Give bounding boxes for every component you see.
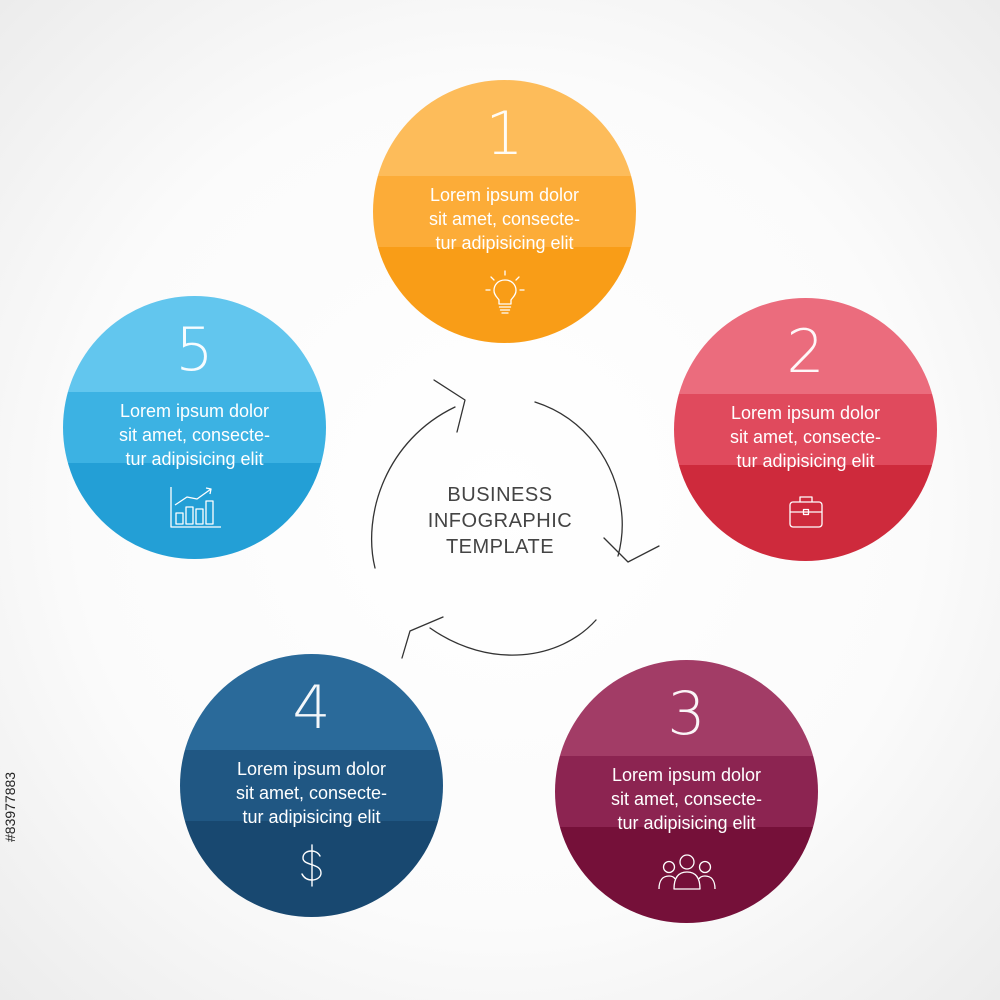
step-3-text: Lorem ipsum dolor sit amet, consecte- tu…: [555, 763, 818, 835]
team-icon: [647, 847, 727, 897]
step-5-text-line: sit amet, consecte-: [118, 425, 271, 445]
center-title-line: INFOGRAPHIC: [427, 510, 573, 532]
arrowhead-bottom: [401, 616, 444, 659]
step-4-number: 4: [292, 673, 331, 743]
step-3-circle: 3 Lorem ipsum dolor sit amet, consecte- …: [555, 660, 818, 923]
step-2-number: 2: [786, 317, 825, 387]
step-4-text: Lorem ipsum dolor sit amet, consecte- tu…: [180, 757, 443, 829]
cycle-arrow-right: [534, 401, 623, 557]
center-title-line: BUSINESS: [447, 484, 553, 506]
step-5-band-bottom: [63, 463, 326, 559]
step-1-text-line: Lorem ipsum dolor: [429, 185, 580, 205]
step-3-band-bottom: [555, 827, 818, 923]
step-2-text-line: tur adipisicing elit: [736, 451, 875, 471]
stock-id-label: #83977883: [2, 771, 18, 843]
step-4-circle: 4 Lorem ipsum dolor sit amet, consecte- …: [180, 654, 443, 917]
step-3-number: 3: [667, 679, 706, 749]
cycle-arrow-left: [371, 406, 456, 569]
step-5-band-middle: [63, 391, 326, 463]
step-2-band-top: [674, 298, 937, 394]
step-1-band-bottom: [373, 247, 636, 343]
briefcase-icon: [781, 485, 831, 535]
arrowhead-right: [603, 537, 660, 563]
step-5-text-line: tur adipisicing elit: [125, 449, 264, 469]
lightbulb-icon: [480, 267, 530, 317]
step-5-band-top: [63, 296, 326, 392]
step-5-circle: 5 Lorem ipsum dolor sit amet, consecte- …: [63, 296, 326, 559]
step-3-band-top: [555, 660, 818, 756]
cycle-arrows: [371, 379, 660, 659]
step-2-circle: 2 Lorem ipsum dolor sit amet, consecte- …: [674, 298, 937, 561]
dollar-icon: [287, 841, 337, 891]
arrowhead-left: [433, 379, 466, 433]
bar-chart-icon: [165, 483, 225, 533]
step-2-text-line: sit amet, consecte-: [729, 427, 882, 447]
step-1-number: 1: [485, 99, 524, 169]
step-3-text-line: Lorem ipsum dolor: [611, 765, 762, 785]
step-5-text-line: Lorem ipsum dolor: [119, 401, 270, 421]
step-1-text-line: sit amet, consecte-: [428, 209, 581, 229]
step-1-text-line: tur adipisicing elit: [435, 233, 574, 253]
step-4-band-top: [180, 654, 443, 750]
step-1-text: Lorem ipsum dolor sit amet, consecte- tu…: [373, 183, 636, 255]
step-4-band-middle: [180, 749, 443, 821]
center-title-line: TEMPLATE: [445, 536, 555, 558]
center-title: BUSINESS INFOGRAPHIC TEMPLATE: [400, 482, 600, 560]
step-1-band-top: [373, 80, 636, 176]
step-2-band-bottom: [674, 465, 937, 561]
step-5-text: Lorem ipsum dolor sit amet, consecte- tu…: [63, 399, 326, 471]
step-5-number: 5: [175, 315, 214, 385]
step-2-text-line: Lorem ipsum dolor: [730, 403, 881, 423]
step-2-band-middle: [674, 393, 937, 465]
step-1-band-middle: [373, 175, 636, 247]
step-4-text-line: sit amet, consecte-: [235, 783, 388, 803]
step-3-text-line: tur adipisicing elit: [617, 813, 756, 833]
step-3-band-middle: [555, 755, 818, 827]
step-3-text-line: sit amet, consecte-: [610, 789, 763, 809]
cycle-arrow-bottom: [429, 619, 597, 656]
step-2-text: Lorem ipsum dolor sit amet, consecte- tu…: [674, 401, 937, 473]
step-1-circle: 1 Lorem ipsum dolor sit amet, consecte- …: [373, 80, 636, 343]
step-4-text-line: Lorem ipsum dolor: [236, 759, 387, 779]
step-4-text-line: tur adipisicing elit: [242, 807, 381, 827]
